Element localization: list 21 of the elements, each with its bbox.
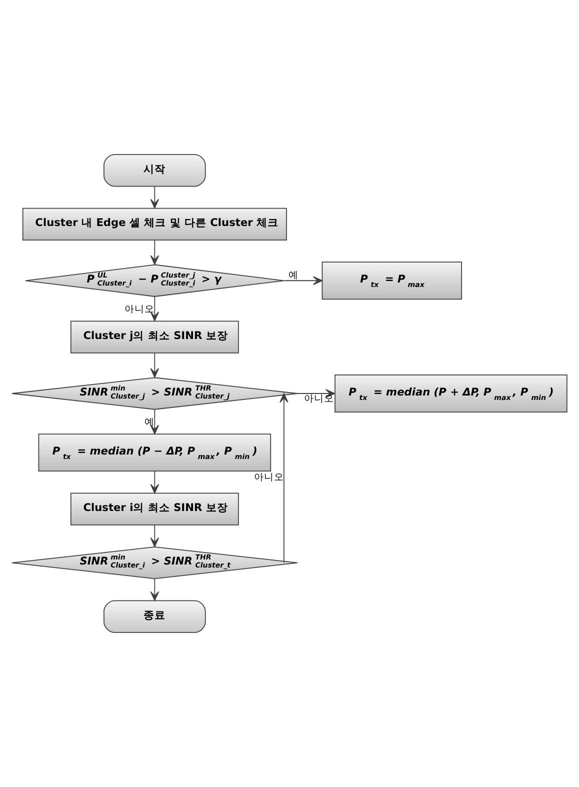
arrow [150,578,160,601]
arrow [150,524,160,548]
node-box: Cluster 내 Edge 셀 체크 및 다른 Cluster 체크 [22,208,287,240]
arrow [150,186,160,208]
edge-label: 예 [144,417,154,428]
arrow [150,240,160,265]
node-box: Ptx = Pmax [322,262,462,300]
edge-label: 예 [288,270,298,281]
arrow [284,276,323,286]
node-box: 종료 [104,600,206,633]
edge-label: 아니오 [254,472,284,483]
arrow [150,470,160,494]
edge-label: 아니오 [304,393,334,404]
arrow [150,409,160,434]
arrow [150,296,160,322]
arrow [280,393,288,564]
node-box: Cluster i의 최소 SINR 보장 [70,492,239,526]
edge-label: 아니오 [124,304,155,316]
arrow [150,352,160,378]
node-box: 시작 [104,154,206,187]
node-box: Cluster j의 최소 SINR 보장 [70,320,239,354]
